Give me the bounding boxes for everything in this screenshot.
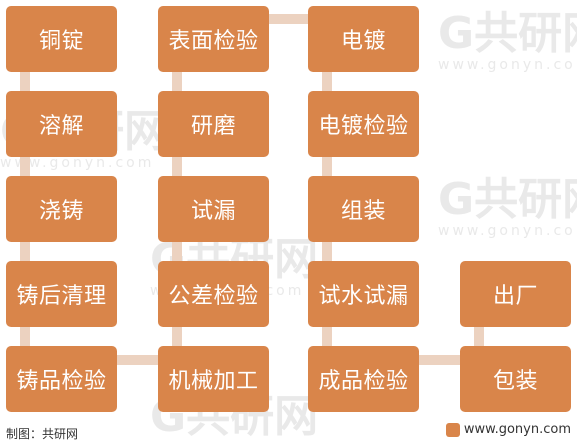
edge-tongding-rongjie bbox=[20, 71, 30, 91]
edge-jiaozhu-zhuhou bbox=[20, 241, 30, 261]
node-jiaozhu: 浇铸 bbox=[6, 176, 117, 242]
edge-zuzhuang-shishui bbox=[322, 241, 332, 261]
node-diandu: 电镀 bbox=[308, 6, 419, 72]
node-zhuhou-qingli: 铸后清理 bbox=[6, 261, 117, 327]
site-url: www.gonyn.com bbox=[445, 422, 571, 437]
edge-dianduJY-zuzhuang bbox=[322, 156, 332, 176]
edge-zhuhou-zhupin bbox=[20, 326, 30, 346]
node-shilou: 试漏 bbox=[158, 176, 269, 242]
node-baozhuang: 包装 bbox=[460, 346, 571, 412]
edge-shilou-yanmo bbox=[172, 156, 182, 176]
logo-icon bbox=[445, 422, 460, 437]
edge-rongjie-jiaozhu bbox=[20, 156, 30, 176]
edge-biaomian-diandu bbox=[268, 14, 308, 24]
node-yanmo: 研磨 bbox=[158, 91, 269, 157]
node-jixie-jiagong: 机械加工 bbox=[158, 346, 269, 412]
node-shishui-shilou: 试水试漏 bbox=[308, 261, 419, 327]
node-biaomian-jianyan: 表面检验 bbox=[158, 6, 269, 72]
node-diandu-jianyan: 电镀检验 bbox=[308, 91, 419, 157]
node-chuchang: 出厂 bbox=[460, 261, 571, 327]
node-rongjie: 溶解 bbox=[6, 91, 117, 157]
node-zuzhuang: 组装 bbox=[308, 176, 419, 242]
edge-shishui-chengpin bbox=[322, 326, 332, 346]
node-chengpin-jianyan: 成品检验 bbox=[308, 346, 419, 412]
source-credit: 制图：共研网 bbox=[6, 427, 79, 441]
edge-gongcha-shilou bbox=[172, 241, 182, 261]
edge-diandu-dianduJY bbox=[322, 71, 332, 91]
edge-baozhuang-chuchang bbox=[474, 326, 484, 346]
edge-zhupin-jixie bbox=[116, 355, 158, 365]
node-zhupin-jianyan: 铸品检验 bbox=[6, 346, 117, 412]
edge-yanmo-biaomian bbox=[172, 71, 182, 91]
node-tongding: 铜锭 bbox=[6, 6, 117, 72]
site-url-text: www.gonyn.com bbox=[463, 422, 571, 437]
node-gongcha-jianyan: 公差检验 bbox=[158, 261, 269, 327]
edge-chengpin-baozhuang bbox=[418, 355, 460, 365]
edge-jixie-gongcha bbox=[172, 326, 182, 346]
